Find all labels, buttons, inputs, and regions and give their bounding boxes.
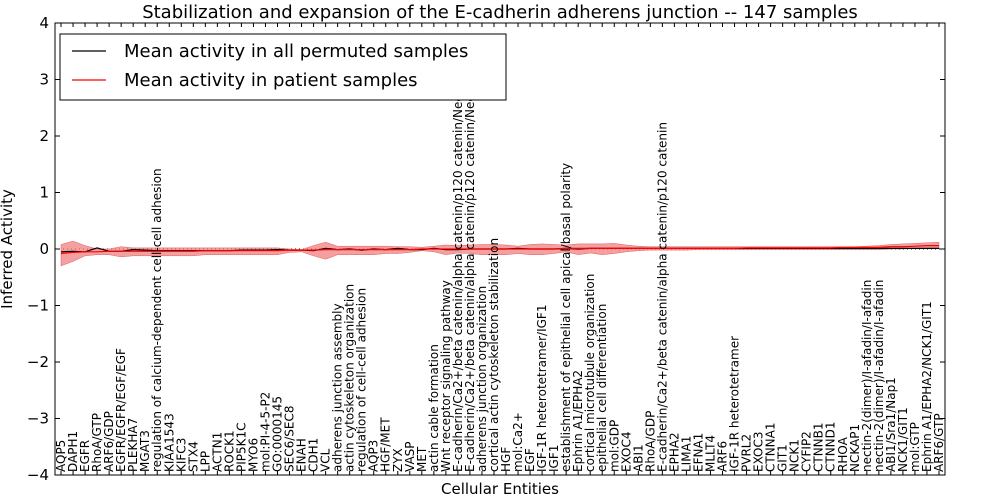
x-category-label: E-cadherin/Ca2+/beta catenin/alpha caten…	[451, 79, 465, 472]
x-category-label: GO:0000145	[271, 396, 285, 472]
x-category-label: EGF	[523, 448, 537, 472]
x-category-label: MLLT4	[704, 435, 718, 472]
x-category-label: KIFC3	[174, 438, 188, 472]
x-category-label: ARF6/GTP	[932, 413, 946, 472]
legend-box	[59, 33, 507, 101]
x-category-label: CTNND1	[824, 421, 838, 472]
x-category-label: actin cable formation	[427, 344, 441, 472]
x-category-label: LPP	[198, 451, 212, 472]
x-category-label: regulation of calcium-dependent cell-cel…	[150, 168, 164, 472]
x-category-label: cortical microtubule organization	[583, 274, 597, 472]
x-category-label: HGF/MET	[379, 417, 393, 472]
x-category-label: STX4	[186, 441, 200, 472]
x-category-label: IGF-1R heterotetramer	[728, 336, 742, 472]
x-category-label: PLEKHA7	[126, 418, 140, 472]
y-tick-label: 0	[39, 240, 49, 258]
legend: Mean activity in all permuted samples Me…	[59, 33, 507, 101]
x-category-label: EXOC4	[619, 432, 633, 473]
x-category-label: LIMA1	[679, 436, 693, 472]
y-tick-label: 2	[39, 127, 49, 145]
x-category-label: mol:Ca2+	[511, 412, 525, 472]
x-category-label: DAPH1	[66, 431, 80, 472]
x-axis-label: Cellular Entities	[441, 480, 559, 498]
x-category-label: EFNA1	[691, 433, 705, 472]
y-tick-label: −2	[27, 353, 49, 371]
x-category-label: E-cadherin/Ca2+/beta catenin/alpha caten…	[655, 122, 669, 472]
x-category-label: adherens junction organization	[475, 286, 489, 472]
x-category-label: IGF-1R heterotetramer/IGF1	[535, 305, 549, 472]
x-category-label: establishment of epithelial cell apical/…	[559, 163, 573, 472]
x-category-label: PVRL2	[740, 434, 754, 472]
x-category-label: RhoA/GDP	[643, 411, 657, 472]
x-category-label: SEC6/SEC8	[283, 406, 297, 472]
y-tick-label: −1	[27, 297, 49, 315]
y-tick-label: 4	[39, 14, 49, 32]
x-category-label: ABI1/Sra1/Nap1	[884, 377, 898, 472]
x-category-label: E-cadherin/Ca2+/beta catenin/alpha caten…	[463, 79, 477, 472]
x-category-label: MYO6	[246, 438, 260, 472]
x-category-label: ROCK1	[222, 430, 236, 472]
x-category-label: CTNNA1	[764, 422, 778, 472]
legend-label-permuted: Mean activity in all permuted samples	[124, 41, 468, 62]
y-tick-label: 1	[39, 184, 49, 202]
legend-label-patient: Mean activity in patient samples	[124, 70, 418, 91]
x-category-label: EGFR/EGFR/EGF/EGF	[114, 348, 128, 472]
x-category-label: ZYX	[391, 448, 405, 472]
x-category-label: NCKAP1	[848, 424, 862, 472]
axes: −4−3−2−101234AQP5DAPH1EGFRRhoA/GTPARF6/G…	[27, 14, 946, 484]
x-category-label: ARF6	[716, 441, 730, 472]
chart-title: Stabilization and expansion of the E-cad…	[142, 2, 858, 23]
x-category-label: ENAH	[295, 438, 309, 472]
x-category-label: RHOA	[836, 436, 850, 472]
x-category-label: MGAT3	[138, 430, 152, 472]
x-category-label: GIT1	[776, 444, 790, 472]
y-tick-label: 3	[39, 71, 49, 89]
y-tick-label: −3	[27, 410, 49, 428]
x-category-label: VCL	[319, 448, 333, 472]
x-category-label: HGF	[499, 447, 513, 472]
x-category-label: PIP5K1C	[234, 422, 248, 472]
x-category-label: Wnt receptor signaling pathway	[439, 280, 453, 472]
x-category-label: mol:PI-4-5-P2	[259, 392, 273, 472]
y-axis-label: Inferred Activity	[0, 189, 16, 309]
x-category-label: EGFR	[78, 440, 92, 472]
x-category-label: KIAA1543	[162, 413, 176, 472]
x-category-label: adherens junction assembly	[331, 303, 345, 472]
x-category-label: regulation of cell-cell adhesion	[355, 288, 369, 472]
x-category-label: MET	[415, 446, 429, 472]
x-category-label: actin cytoskeleton organization	[343, 284, 357, 472]
x-category-label: ACTN1	[210, 432, 224, 472]
x-category-label: EXOC3	[752, 432, 766, 473]
x-category-label: RhoA/GTP	[90, 413, 104, 472]
x-category-label: NCK1/GIT1	[896, 407, 910, 472]
x-category-label: mol:GTP	[908, 422, 922, 472]
x-category-label: VASP	[403, 441, 417, 472]
x-category-label: AQP3	[367, 440, 381, 472]
x-category-label: nectin-2(dimer)/I-afadin/I-afadin	[860, 280, 874, 472]
x-category-label: Ephrin A1/EPHA2/NCK1/GIT1	[920, 301, 934, 472]
series-line-patient	[60, 245, 939, 255]
y-tick-label: −4	[27, 466, 49, 484]
plot-area	[55, 240, 945, 267]
x-category-label: nectin-2(dimer)/I-afadin/I-afadin	[872, 280, 886, 472]
x-category-label: Ephrin A1/EPHA2	[571, 370, 585, 472]
x-category-label: mol:GDP	[607, 420, 621, 472]
x-category-label: CDH1	[307, 438, 321, 472]
x-category-label: CYFIP2	[800, 431, 814, 472]
x-category-label: epithelial cell differentiation	[595, 304, 609, 472]
x-category-label: ARF6/GDP	[102, 411, 116, 472]
x-category-label: NCK1	[788, 439, 802, 472]
x-category-label: CTNNB1	[812, 422, 826, 472]
x-category-label: AQP5	[54, 440, 68, 472]
x-category-label: ABI1	[631, 444, 645, 472]
x-category-label: cortical actin cytoskeleton stabilizatio…	[487, 238, 501, 472]
x-category-label: IGF1	[547, 445, 561, 472]
x-category-label: EPHA2	[667, 432, 681, 472]
